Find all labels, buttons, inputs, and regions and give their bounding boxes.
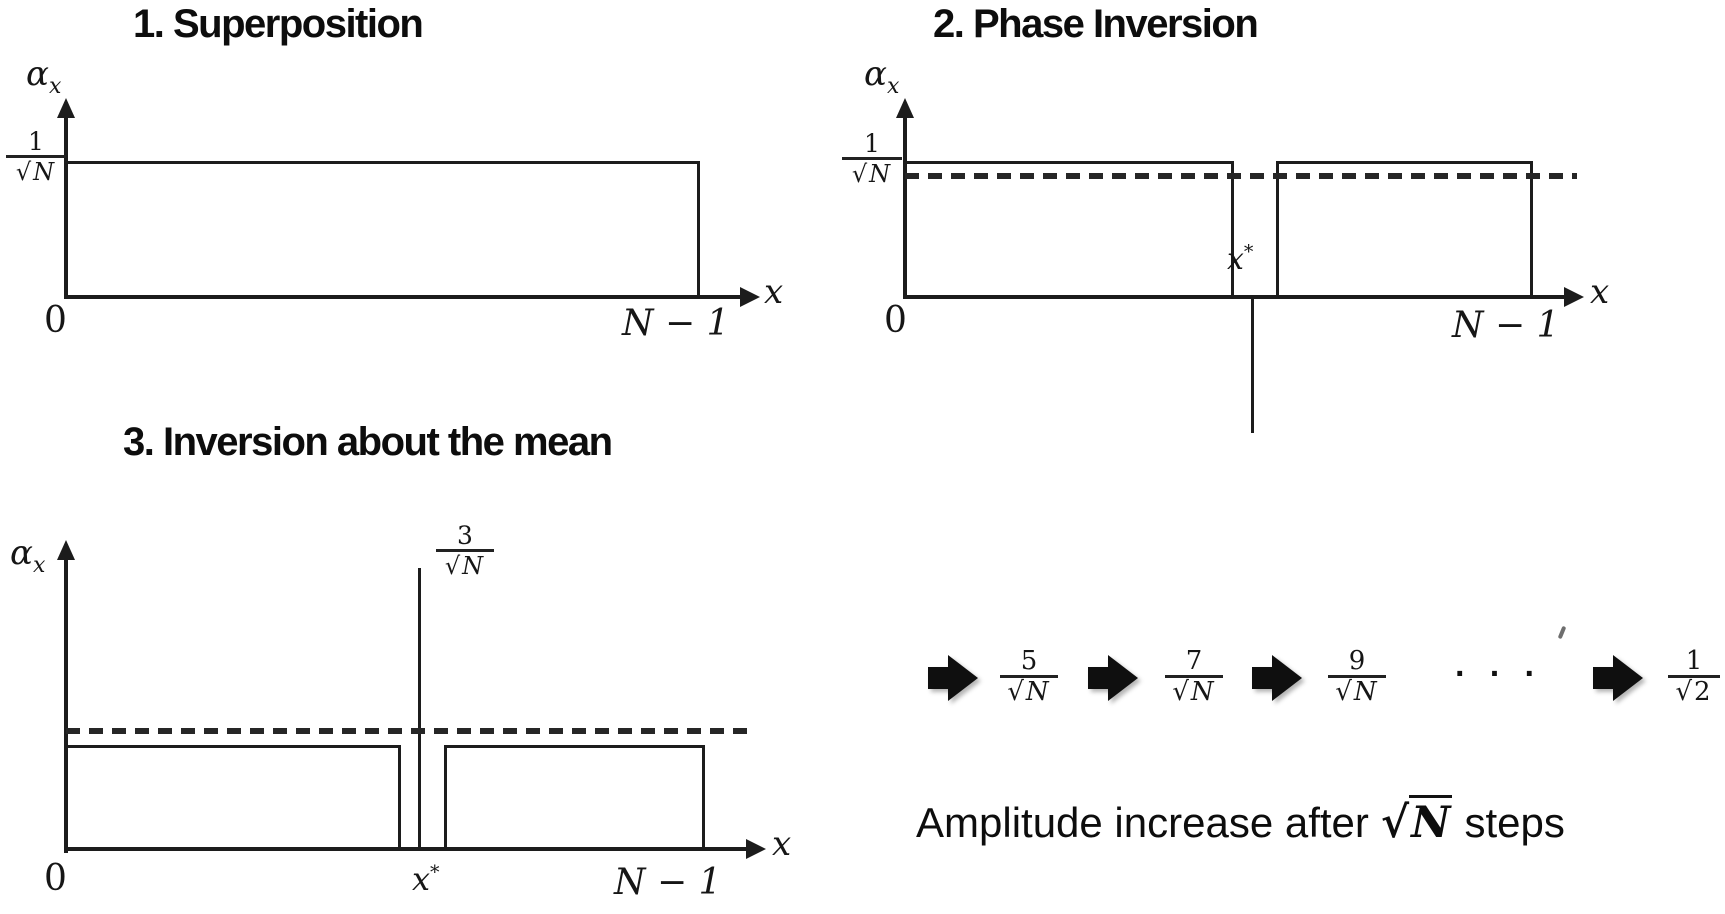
superposition-y-axis-label: αx bbox=[26, 54, 61, 99]
radical-sign: √ bbox=[1172, 677, 1189, 707]
inversion-mean-end-label: N − 1 bbox=[614, 862, 722, 903]
superposition-amplitude-fraction: 1 √N bbox=[6, 128, 66, 186]
alpha-symbol: α bbox=[864, 54, 887, 94]
fraction-numerator: 5 bbox=[1020, 646, 1038, 676]
phase-inversion-x-axis-label: x bbox=[1590, 272, 1610, 312]
phase-inversion-y-axis-arrowhead bbox=[896, 98, 914, 118]
superposition-end-label: N − 1 bbox=[622, 303, 730, 344]
superposition-x-axis bbox=[64, 295, 740, 299]
inversion-mean-y-axis bbox=[64, 558, 68, 853]
caption-prefix: Amplitude increase after bbox=[916, 799, 1369, 846]
superposition-x-axis-arrowhead bbox=[740, 287, 760, 307]
alpha-symbol: α bbox=[26, 54, 49, 94]
inversion-mean-right-rect bbox=[444, 745, 705, 851]
inversion-mean-x-axis-label: x bbox=[772, 824, 792, 864]
phase-inversion-x-axis-arrowhead bbox=[1564, 287, 1584, 307]
radicand: 2 bbox=[1692, 675, 1713, 707]
inversion-mean-left-rect bbox=[64, 745, 401, 851]
step-fraction-1-over-sqrt2: 1 √2 bbox=[1668, 646, 1720, 707]
phase-inversion-origin-label: 0 bbox=[884, 300, 907, 341]
inversion-mean-x-axis bbox=[64, 847, 746, 851]
alpha-subscript: x bbox=[48, 73, 62, 99]
radicand: N bbox=[31, 156, 57, 186]
radical-sign: √ bbox=[851, 160, 868, 188]
arrow-head bbox=[1613, 655, 1643, 701]
step-arrow-icon bbox=[1252, 655, 1302, 701]
radicand: N bbox=[1351, 675, 1379, 707]
superposition-y-axis-arrowhead bbox=[57, 98, 75, 118]
marked-base: x bbox=[1227, 242, 1244, 277]
step-fraction-7-over-sqrtN: 7 √N bbox=[1165, 646, 1223, 707]
amplitude-caption: Amplitude increase after √N steps bbox=[916, 795, 1565, 848]
phase-inversion-negative-spike bbox=[1251, 299, 1254, 433]
step-arrow-icon bbox=[1088, 655, 1138, 701]
arrow-stem bbox=[1593, 667, 1613, 689]
inversion-mean-y-axis-label: αx bbox=[10, 533, 45, 578]
superposition-amplitude-rect bbox=[64, 161, 700, 299]
arrow-head bbox=[948, 655, 978, 701]
phase-inversion-x-axis bbox=[903, 295, 1564, 299]
fraction-numerator: 3 bbox=[457, 521, 473, 550]
alpha-subscript: x bbox=[886, 73, 900, 99]
phase-inversion-mean-dashed-line bbox=[905, 173, 1577, 179]
fraction-numerator: 9 bbox=[1348, 646, 1366, 676]
inversion-mean-origin-label: 0 bbox=[44, 858, 67, 899]
caption-suffix: steps bbox=[1464, 799, 1565, 846]
step-arrow-icon bbox=[1593, 655, 1643, 701]
marked-sup: * bbox=[1243, 241, 1254, 263]
radicand: N bbox=[1023, 675, 1051, 707]
ellipsis: · · · bbox=[1455, 655, 1543, 693]
phase-inversion-end-label: N − 1 bbox=[1452, 305, 1560, 346]
step-fraction-5-over-sqrtN: 5 √N bbox=[1000, 646, 1058, 707]
arrow-stem bbox=[1088, 667, 1108, 689]
stray-mark bbox=[1557, 625, 1567, 640]
phase-inversion-marked-state-label: x* bbox=[1227, 241, 1253, 277]
arrow-stem bbox=[928, 667, 948, 689]
fraction-numerator: 1 bbox=[1685, 646, 1703, 676]
radical-sign: √ bbox=[444, 552, 461, 580]
fraction-numerator: 1 bbox=[864, 129, 880, 158]
fraction-numerator: 1 bbox=[28, 127, 44, 156]
phase-inversion-title: 2. Phase Inversion bbox=[933, 2, 1259, 46]
radicand: N bbox=[1188, 675, 1216, 707]
phase-inversion-right-rect bbox=[1276, 161, 1533, 299]
inversion-mean-peak-spike bbox=[418, 568, 421, 851]
phase-inversion-y-axis-label: αx bbox=[864, 54, 899, 99]
radical-sign: √ bbox=[15, 158, 32, 186]
arrow-stem bbox=[1252, 667, 1272, 689]
inversion-mean-marked-state-label: x* bbox=[412, 860, 440, 898]
caption-sqrt: √N bbox=[1380, 795, 1453, 848]
radicand: N bbox=[1409, 795, 1453, 848]
inversion-mean-title: 3. Inversion about the mean bbox=[123, 420, 613, 464]
phase-inversion-left-rect bbox=[903, 161, 1234, 299]
alpha-subscript: x bbox=[32, 552, 46, 578]
step-arrow-icon bbox=[928, 655, 978, 701]
arrow-head bbox=[1108, 655, 1138, 701]
radical-sign: √ bbox=[1380, 798, 1410, 848]
radicand: N bbox=[867, 158, 893, 188]
step-fraction-9-over-sqrtN: 9 √N bbox=[1328, 646, 1386, 707]
arrow-head bbox=[1272, 655, 1302, 701]
inversion-mean-peak-fraction: 3 √N bbox=[436, 522, 494, 580]
superposition-title: 1. Superposition bbox=[133, 2, 424, 46]
inversion-mean-y-axis-arrowhead bbox=[57, 540, 75, 560]
phase-inversion-amplitude-fraction: 1 √N bbox=[842, 130, 902, 188]
marked-base: x bbox=[412, 860, 431, 898]
radical-sign: √ bbox=[1007, 677, 1024, 707]
superposition-origin-label: 0 bbox=[44, 300, 67, 341]
superposition-x-axis-label: x bbox=[764, 272, 784, 312]
radical-sign: √ bbox=[1675, 677, 1693, 707]
alpha-symbol: α bbox=[10, 533, 33, 573]
marked-sup: * bbox=[430, 861, 440, 884]
inversion-mean-x-axis-arrowhead bbox=[746, 839, 766, 859]
radicand: N bbox=[460, 550, 486, 580]
inversion-mean-mean-dashed-line bbox=[66, 728, 754, 734]
radical-sign: √ bbox=[1335, 677, 1352, 707]
fraction-numerator: 7 bbox=[1185, 646, 1203, 676]
